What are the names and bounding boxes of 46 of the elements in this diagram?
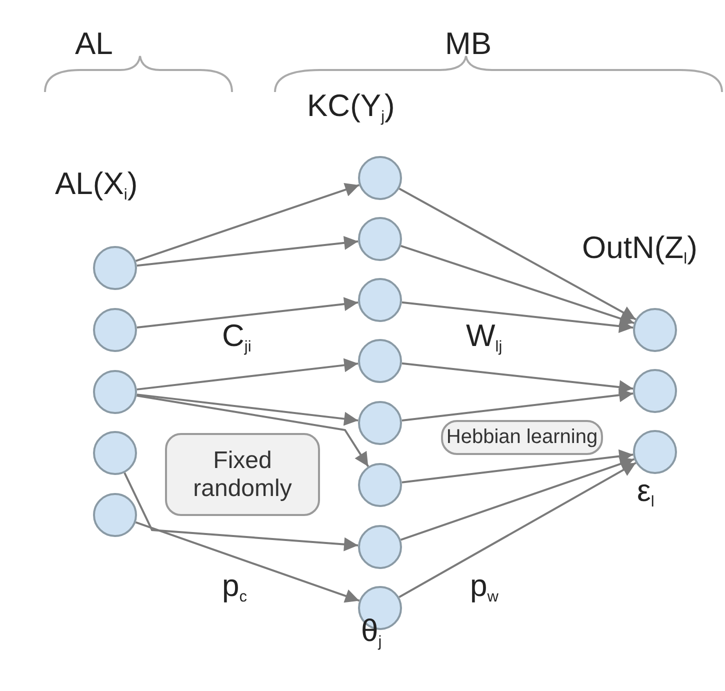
neuron-circle bbox=[93, 246, 137, 290]
label: p$_{w}$ bbox=[470, 570, 498, 605]
note-text: Hebbian learning bbox=[446, 426, 598, 449]
label: MB bbox=[445, 28, 492, 59]
neuron-circle bbox=[633, 369, 677, 413]
label: OutN(Z$_{l}$) bbox=[582, 232, 698, 267]
label: ε$_{l}$ bbox=[637, 475, 654, 510]
neuron-circle bbox=[633, 430, 677, 474]
neuron-circle bbox=[93, 431, 137, 475]
label: AL(X$_{i}$) bbox=[55, 168, 138, 203]
arrow bbox=[402, 388, 634, 422]
note-text: Fixed randomly bbox=[192, 446, 293, 502]
arrow bbox=[136, 297, 358, 329]
arrow bbox=[135, 521, 360, 603]
neuron-circle bbox=[358, 278, 402, 322]
arrow bbox=[136, 182, 360, 262]
neuron-circle bbox=[358, 401, 402, 445]
label: W$_{lj}$ bbox=[466, 320, 502, 355]
neuron-circle bbox=[358, 525, 402, 569]
neuron-circle bbox=[93, 493, 137, 537]
arrow bbox=[136, 358, 358, 390]
arrow bbox=[124, 472, 358, 552]
arrow bbox=[400, 457, 635, 541]
label: p$_{c}$ bbox=[222, 570, 247, 605]
neuron-circle bbox=[358, 217, 402, 261]
note-box bbox=[441, 420, 603, 455]
arrow bbox=[136, 394, 358, 426]
arrow bbox=[402, 362, 634, 394]
arrow bbox=[402, 301, 634, 334]
arrow bbox=[400, 244, 634, 326]
note-box bbox=[165, 433, 320, 516]
neuron-circle bbox=[358, 339, 402, 383]
arrow bbox=[398, 462, 636, 598]
neuron-circle bbox=[358, 463, 402, 507]
label: KC(Y$_{j}$) bbox=[307, 90, 395, 125]
label: θ$_{j}$ bbox=[361, 615, 382, 650]
arrow bbox=[136, 236, 358, 267]
arrow bbox=[402, 449, 634, 484]
label: AL bbox=[75, 28, 113, 59]
arrow bbox=[136, 394, 370, 467]
arrow bbox=[398, 188, 636, 320]
neuron-circle bbox=[633, 308, 677, 352]
neuron-circle bbox=[93, 308, 137, 352]
label: C$_{ji}$ bbox=[222, 320, 252, 355]
neuron-circle bbox=[93, 370, 137, 414]
neuron-circle bbox=[358, 156, 402, 200]
